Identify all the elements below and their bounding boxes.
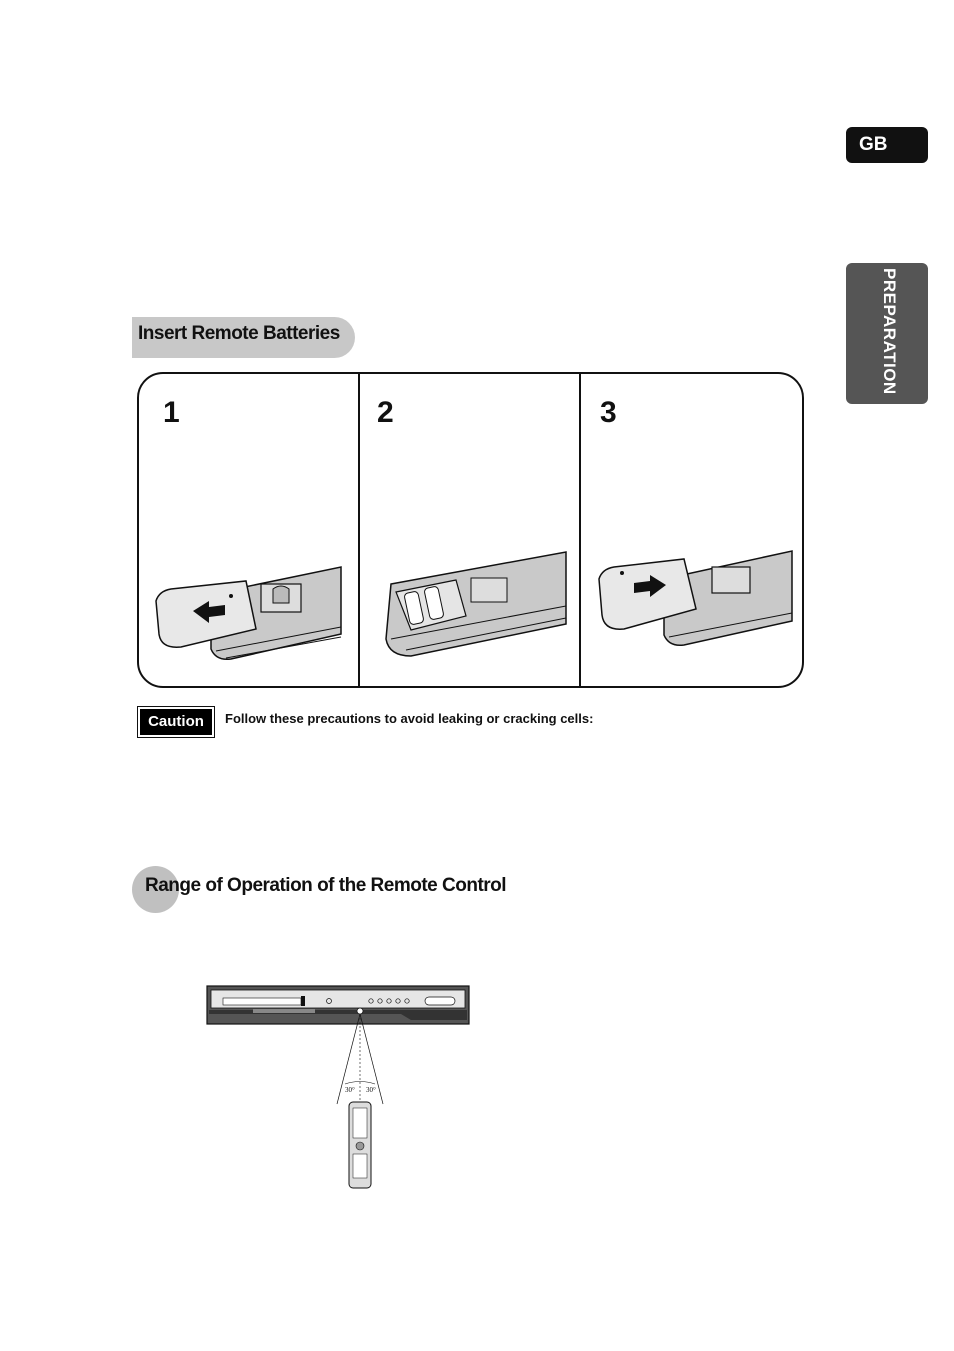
remote-cover-open-illustration [155,566,342,661]
remote-range-illustration: 30° 30° [206,985,470,1189]
step-2-number: 2 [377,396,394,429]
range-angle-left: 30° [345,1086,355,1094]
batteries-inserted-illustration [385,551,567,657]
caution-badge: Caution [137,706,215,738]
range-heading-bg [132,866,179,913]
section-tab [846,263,928,404]
caution-text: Follow these precautions to avoid leakin… [225,711,594,726]
step-1-number: 1 [163,396,180,429]
battery-steps-panel: 1 2 3 [137,372,804,688]
caution-label: Caution [140,709,212,735]
step-divider [579,374,581,686]
step-3-number: 3 [600,396,617,429]
range-angle-right: 30° [366,1086,376,1094]
remote-cover-close-illustration [598,550,793,647]
range-heading: Range of Operation of the Remote Control [145,875,507,896]
insert-batteries-heading-bg [132,317,355,358]
step-divider [358,374,360,686]
language-tab: GB [846,127,928,163]
section-tab-label: PREPARATION [880,268,899,395]
insert-batteries-heading: Insert Remote Batteries [138,323,340,344]
